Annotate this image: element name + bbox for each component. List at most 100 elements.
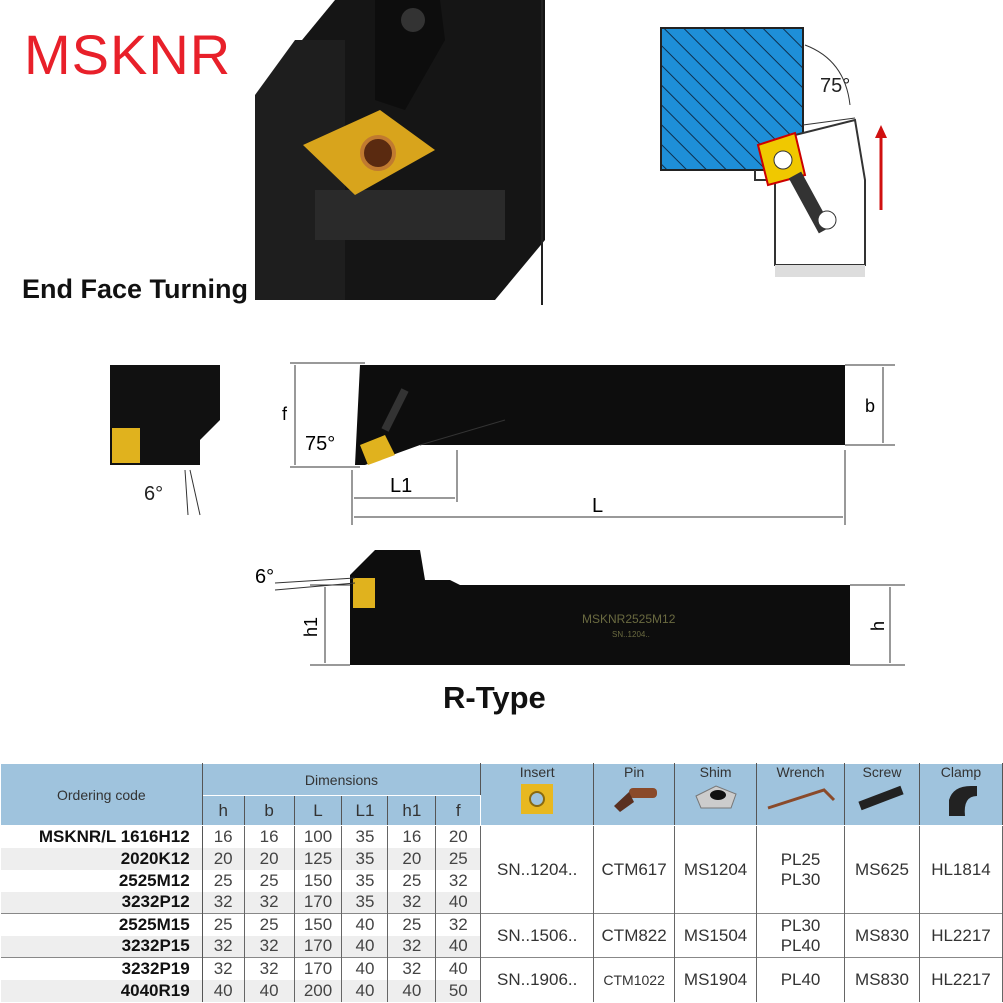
ordering-code: 3232P19 — [0, 957, 203, 980]
dim-b-label: b — [865, 396, 875, 416]
side-view-drawing: MSKNR2525M12 SN..1204.. 6° h1 h — [255, 550, 905, 666]
dim-value: 150 — [294, 913, 343, 936]
dim-value: 16 — [244, 825, 295, 848]
ordering-code: MSKNR/L 1616H12 — [0, 825, 203, 848]
dim-value: 40 — [341, 935, 389, 958]
dim-value: 25 — [387, 869, 437, 892]
divider — [541, 0, 543, 305]
dim-value: 200 — [294, 979, 343, 1002]
dim-value: 25 — [202, 913, 245, 936]
insert-value: SN..1506.. — [480, 913, 595, 958]
header-shim: Shim — [699, 764, 732, 780]
screw-value: MS830 — [844, 957, 920, 1002]
dim-value: 25 — [244, 913, 295, 936]
header-pin: Pin — [624, 764, 645, 780]
dim-value: 40 — [341, 979, 389, 1002]
dim-value: 32 — [244, 891, 295, 914]
dim-value: 170 — [294, 957, 343, 980]
ordering-code: 3232P15 — [0, 935, 203, 958]
clamp-value: HL2217 — [919, 957, 1003, 1002]
dim-value: 40 — [387, 979, 437, 1002]
dim-f-label: f — [282, 404, 288, 424]
ordering-code: 2020K12 — [0, 847, 203, 870]
dim-h-label: h — [868, 621, 888, 631]
dim-value: 50 — [435, 979, 482, 1002]
clamp-value: HL1814 — [919, 825, 1003, 914]
shim-value: MS1904 — [674, 957, 758, 1002]
dim-value: 16 — [387, 825, 437, 848]
header-screw: Screw — [862, 764, 902, 780]
dim-value: 32 — [244, 957, 295, 980]
header-insert: Insert — [519, 764, 555, 780]
header-dim-L1: L1 — [341, 795, 389, 826]
angle-top-label: 75° — [820, 75, 850, 97]
dim-value: 25 — [244, 869, 295, 892]
dim-value: 25 — [387, 913, 437, 936]
insert-icon — [521, 784, 554, 814]
shim-value: MS1504 — [674, 913, 758, 958]
ordering-code: 2525M15 — [0, 913, 203, 936]
pin-value: CTM1022 — [593, 957, 676, 1002]
clamp-icon — [948, 786, 977, 816]
dim-value: 32 — [387, 935, 437, 958]
ordering-code: 2525M12 — [0, 869, 203, 892]
engraving-insert: SN..1204.. — [612, 630, 650, 639]
dim-value: 35 — [341, 825, 389, 848]
wrench-size: PL40 — [780, 969, 821, 989]
dim-value: 40 — [435, 935, 482, 958]
shim-icon — [694, 785, 737, 809]
dim-value: 16 — [202, 825, 245, 848]
wrench-size: PL30 — [780, 915, 821, 935]
wrench-value: PL40 — [756, 957, 846, 1002]
header-dim-h: h — [201, 795, 245, 826]
product-title: MSKNR — [24, 23, 232, 86]
dim-value: 100 — [294, 825, 343, 848]
end-view-drawing: 6° — [110, 365, 220, 516]
clamp-value: HL2217 — [919, 913, 1003, 958]
pin-value: CTM822 — [593, 913, 676, 958]
tool-holder-photo — [255, 0, 545, 300]
angle-end-label: 6° — [144, 483, 163, 505]
dim-value: 25 — [202, 869, 245, 892]
type-label: R-Type — [443, 680, 546, 715]
screw-value: MS830 — [844, 913, 920, 958]
insert-value: SN..1204.. — [480, 825, 595, 914]
dim-value: 40 — [202, 979, 245, 1002]
subtitle: End Face Turning — [22, 274, 249, 304]
ordering-table: Ordering code Dimensions Insert Pin Shim… — [0, 763, 1003, 1002]
dim-value: 35 — [341, 869, 389, 892]
dim-value: 20 — [387, 847, 437, 870]
dim-value: 40 — [244, 979, 295, 1002]
ordering-code: 3232P12 — [0, 891, 203, 914]
header-dim-L: L — [293, 795, 343, 826]
engraving: MSKNR2525M12 — [582, 612, 676, 626]
angle-end2-label: 6° — [255, 566, 274, 588]
dim-value: 25 — [435, 847, 482, 870]
dim-L-label: L — [592, 495, 603, 517]
dim-value: 32 — [202, 891, 245, 914]
dim-value: 40 — [341, 957, 389, 980]
wrench-size: PL30 — [780, 869, 821, 889]
dim-value: 32 — [244, 935, 295, 958]
header-dimensions: Dimensions — [201, 763, 482, 796]
header-dim-f: f — [435, 795, 482, 826]
dim-value: 32 — [435, 913, 482, 936]
dim-value: 20 — [435, 825, 482, 848]
dim-value: 20 — [202, 847, 245, 870]
pin-icon — [614, 788, 658, 812]
dim-L1-label: L1 — [390, 475, 412, 497]
header-dim-b: b — [243, 795, 295, 826]
dim-value: 170 — [294, 935, 343, 958]
dim-value: 125 — [294, 847, 343, 870]
dim-value: 32 — [435, 869, 482, 892]
dim-value: 150 — [294, 869, 343, 892]
